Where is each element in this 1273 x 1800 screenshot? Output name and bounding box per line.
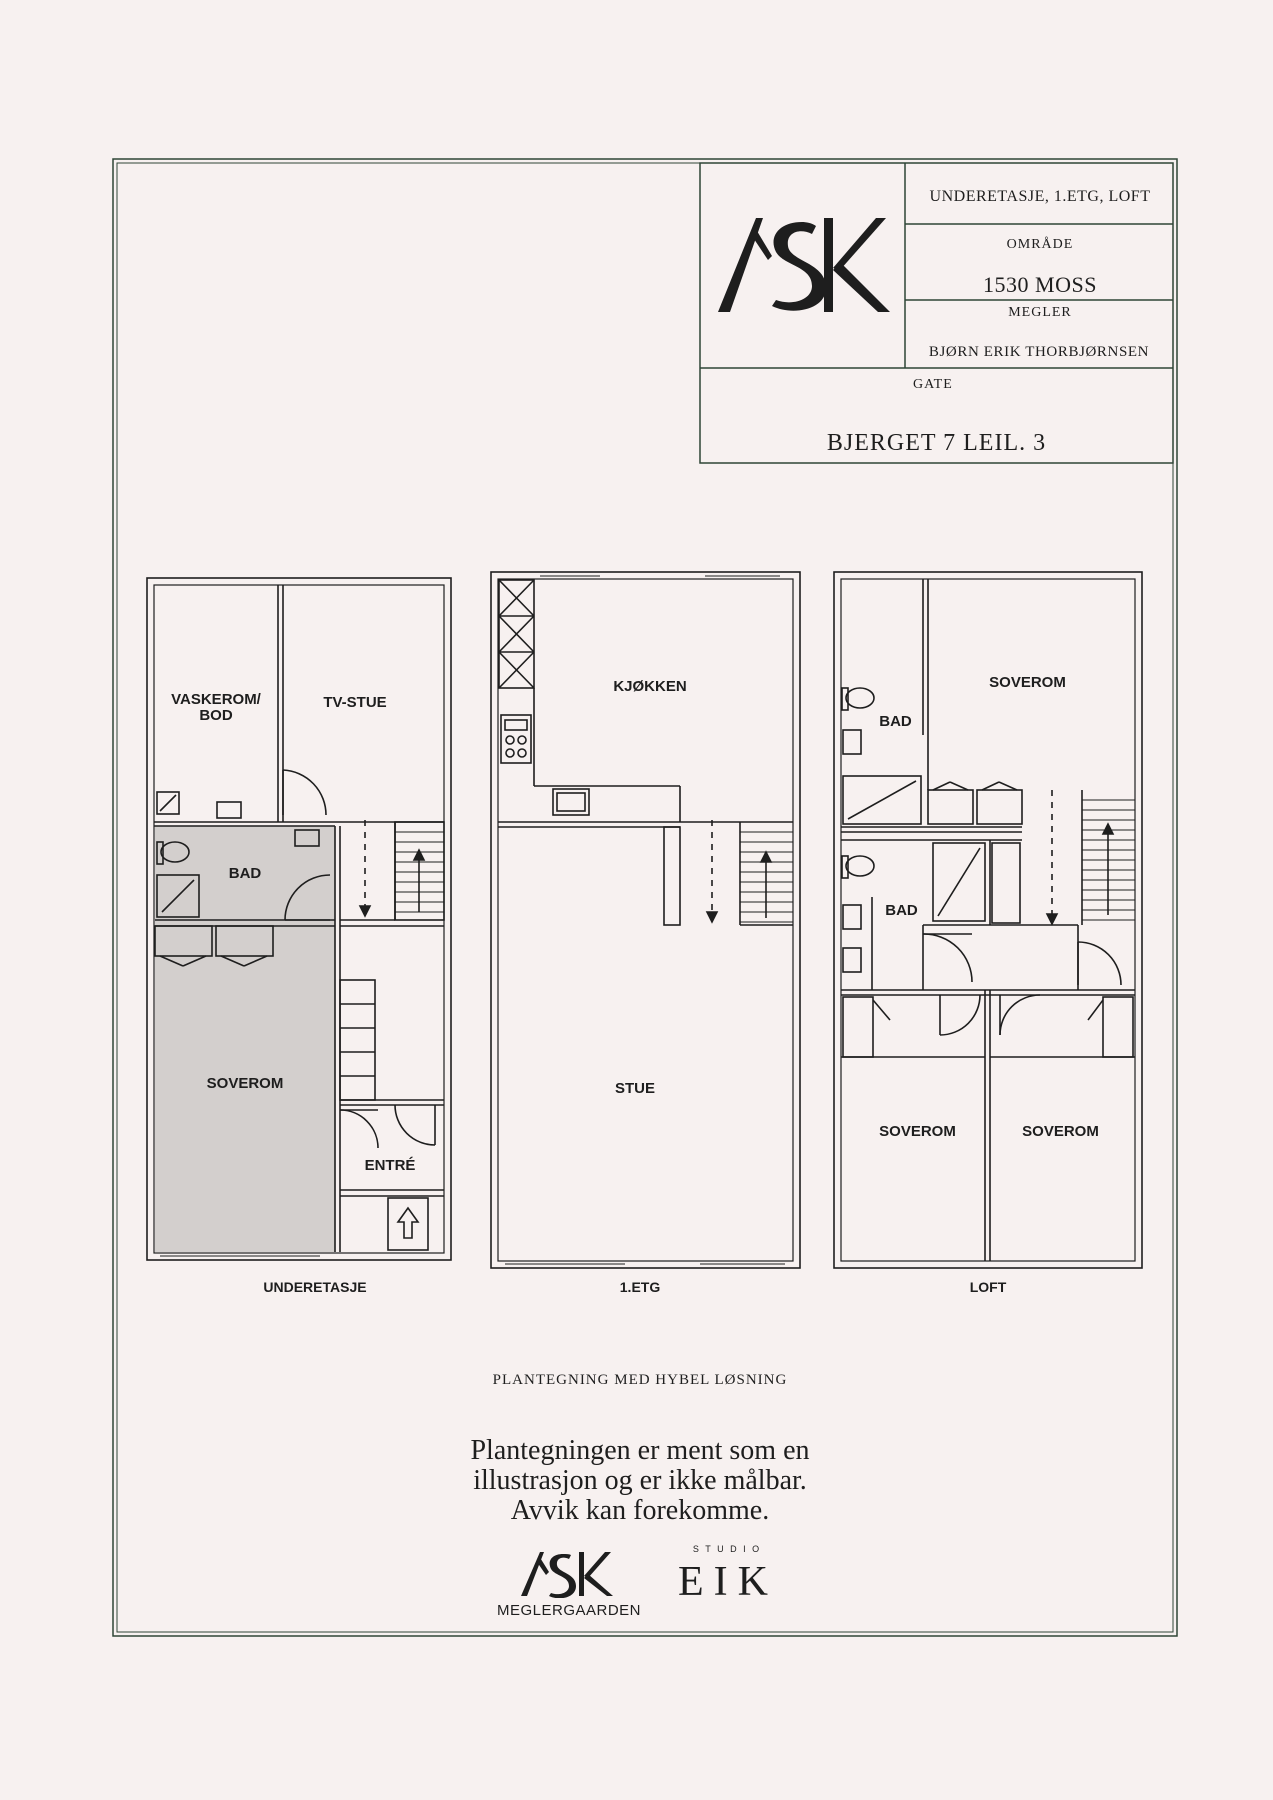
plan-caption: PLANTEGNING MED HYBEL LØSNING	[492, 1372, 788, 1388]
room-kjokken: KJØKKEN	[613, 678, 687, 695]
plan-loft	[833, 571, 1143, 1269]
plan-label-1etg: 1.ETG	[619, 1279, 661, 1295]
plan-underetasje	[146, 577, 452, 1261]
studio-eik-logo: EIK	[678, 1559, 778, 1605]
room-soverom-underetasje: SOVEROM	[206, 1075, 284, 1092]
room-bad-underetasje: BAD	[228, 865, 262, 882]
disclaimer-line-3: Avvik kan forekomme.	[510, 1495, 770, 1526]
disclaimer: Plantegningen er ment som en illustrasjo…	[300, 1436, 980, 1526]
ask-logo	[718, 218, 890, 312]
room-entre: ENTRÉ	[364, 1157, 416, 1174]
footer-ask-sub: MEGLERGAARDEN	[496, 1602, 642, 1619]
room-bad-loft-1: BAD	[879, 713, 912, 730]
disclaimer-line-2: illustrasjon og er ikke målbar.	[473, 1465, 807, 1496]
plan-label-underetasje: UNDERETASJE	[263, 1279, 367, 1295]
room-soverom-loft-3: SOVEROM	[1022, 1123, 1099, 1140]
disclaimer-line-1: Plantegningen er ment som en	[470, 1435, 810, 1466]
room-soverom-loft-2: SOVEROM	[879, 1123, 956, 1140]
room-vaskerom: VASKEROM/ BOD	[171, 691, 261, 724]
page-frame	[112, 158, 1178, 1637]
studio-label: S T U D I O	[692, 1544, 762, 1554]
levels-value: UNDERETASJE, 1.ETG, LOFT	[929, 188, 1151, 205]
room-bad-loft-2: BAD	[885, 902, 918, 919]
title-block	[699, 162, 1174, 464]
plan-label-loft: LOFT	[969, 1279, 1007, 1295]
plan-1etg	[490, 571, 801, 1269]
room-tv-stue: TV-STUE	[323, 694, 387, 711]
street-value: BJERGET 7 LEIL. 3	[826, 430, 1047, 456]
area-label: OMRÅDE	[1006, 237, 1074, 252]
street-label: GATE	[913, 377, 953, 392]
broker-value: BJØRN ERIK THORBJØRNSEN	[928, 344, 1150, 360]
broker-label: MEGLER	[1008, 305, 1072, 320]
footer-ask-logo	[521, 1552, 613, 1598]
area-value: 1530 MOSS	[983, 272, 1097, 297]
room-soverom-loft-1: SOVEROM	[989, 674, 1066, 691]
room-stue: STUE	[614, 1080, 655, 1097]
